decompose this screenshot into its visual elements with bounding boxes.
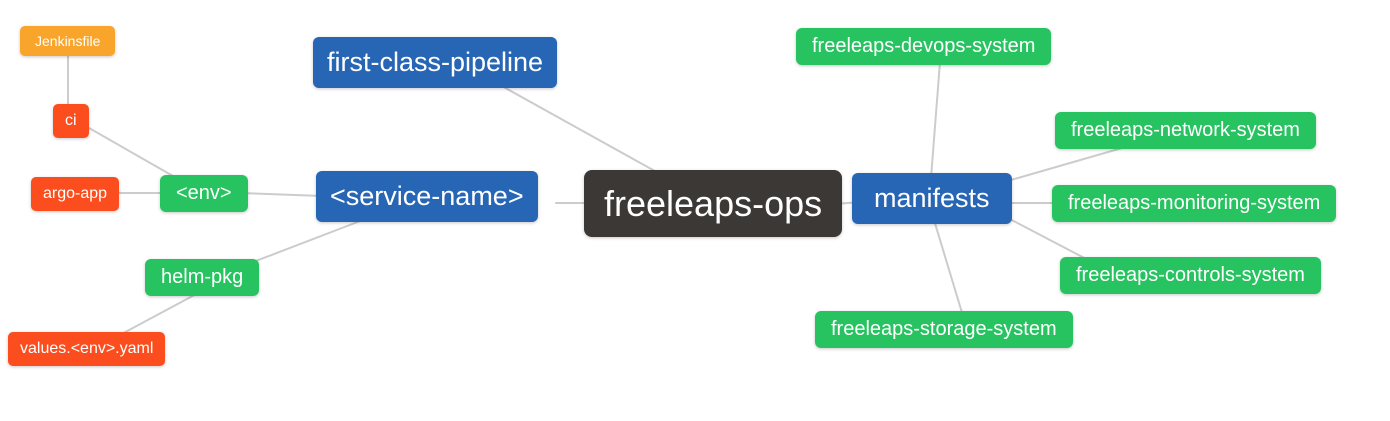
edge-env-service-name bbox=[239, 192, 323, 197]
edge-manifests-devops-system bbox=[930, 61, 941, 179]
node-values-env-yaml[interactable]: values.<env>.yaml bbox=[8, 332, 166, 367]
node-env[interactable]: <env> bbox=[160, 175, 248, 212]
edge-manifests-storage-system bbox=[933, 219, 964, 317]
edge-ci-env bbox=[81, 123, 181, 181]
edge-first-class-pipeline-root bbox=[499, 84, 663, 176]
node-service-name[interactable]: <service-name> bbox=[316, 171, 538, 223]
node-manifests[interactable]: manifests bbox=[852, 173, 1012, 225]
node-freeleaps-monitoring-system[interactable]: freeleaps-monitoring-system bbox=[1052, 185, 1337, 222]
edge-manifests-controls-system bbox=[1003, 215, 1093, 263]
edge-manifests-network-system bbox=[1003, 147, 1123, 183]
node-freeleaps-storage-system[interactable]: freeleaps-storage-system bbox=[815, 311, 1073, 348]
node-freeleaps-controls-system[interactable]: freeleaps-controls-system bbox=[1060, 257, 1321, 294]
node-jenkinsfile[interactable]: Jenkinsfile bbox=[20, 26, 116, 57]
node-argo-app[interactable]: argo-app bbox=[31, 177, 120, 212]
node-ci[interactable]: ci bbox=[53, 104, 89, 139]
edge-helm-pkg-values-env-yaml bbox=[117, 291, 201, 337]
node-freeleaps-network-system[interactable]: freeleaps-network-system bbox=[1055, 112, 1316, 149]
node-freeleaps-ops[interactable]: freeleaps-ops bbox=[584, 170, 843, 238]
node-helm-pkg[interactable]: helm-pkg bbox=[145, 259, 260, 296]
edge-service-name-helm-pkg bbox=[247, 217, 369, 265]
node-first-class-pipeline[interactable]: first-class-pipeline bbox=[313, 37, 558, 89]
node-freeleaps-devops-system[interactable]: freeleaps-devops-system bbox=[796, 28, 1052, 65]
